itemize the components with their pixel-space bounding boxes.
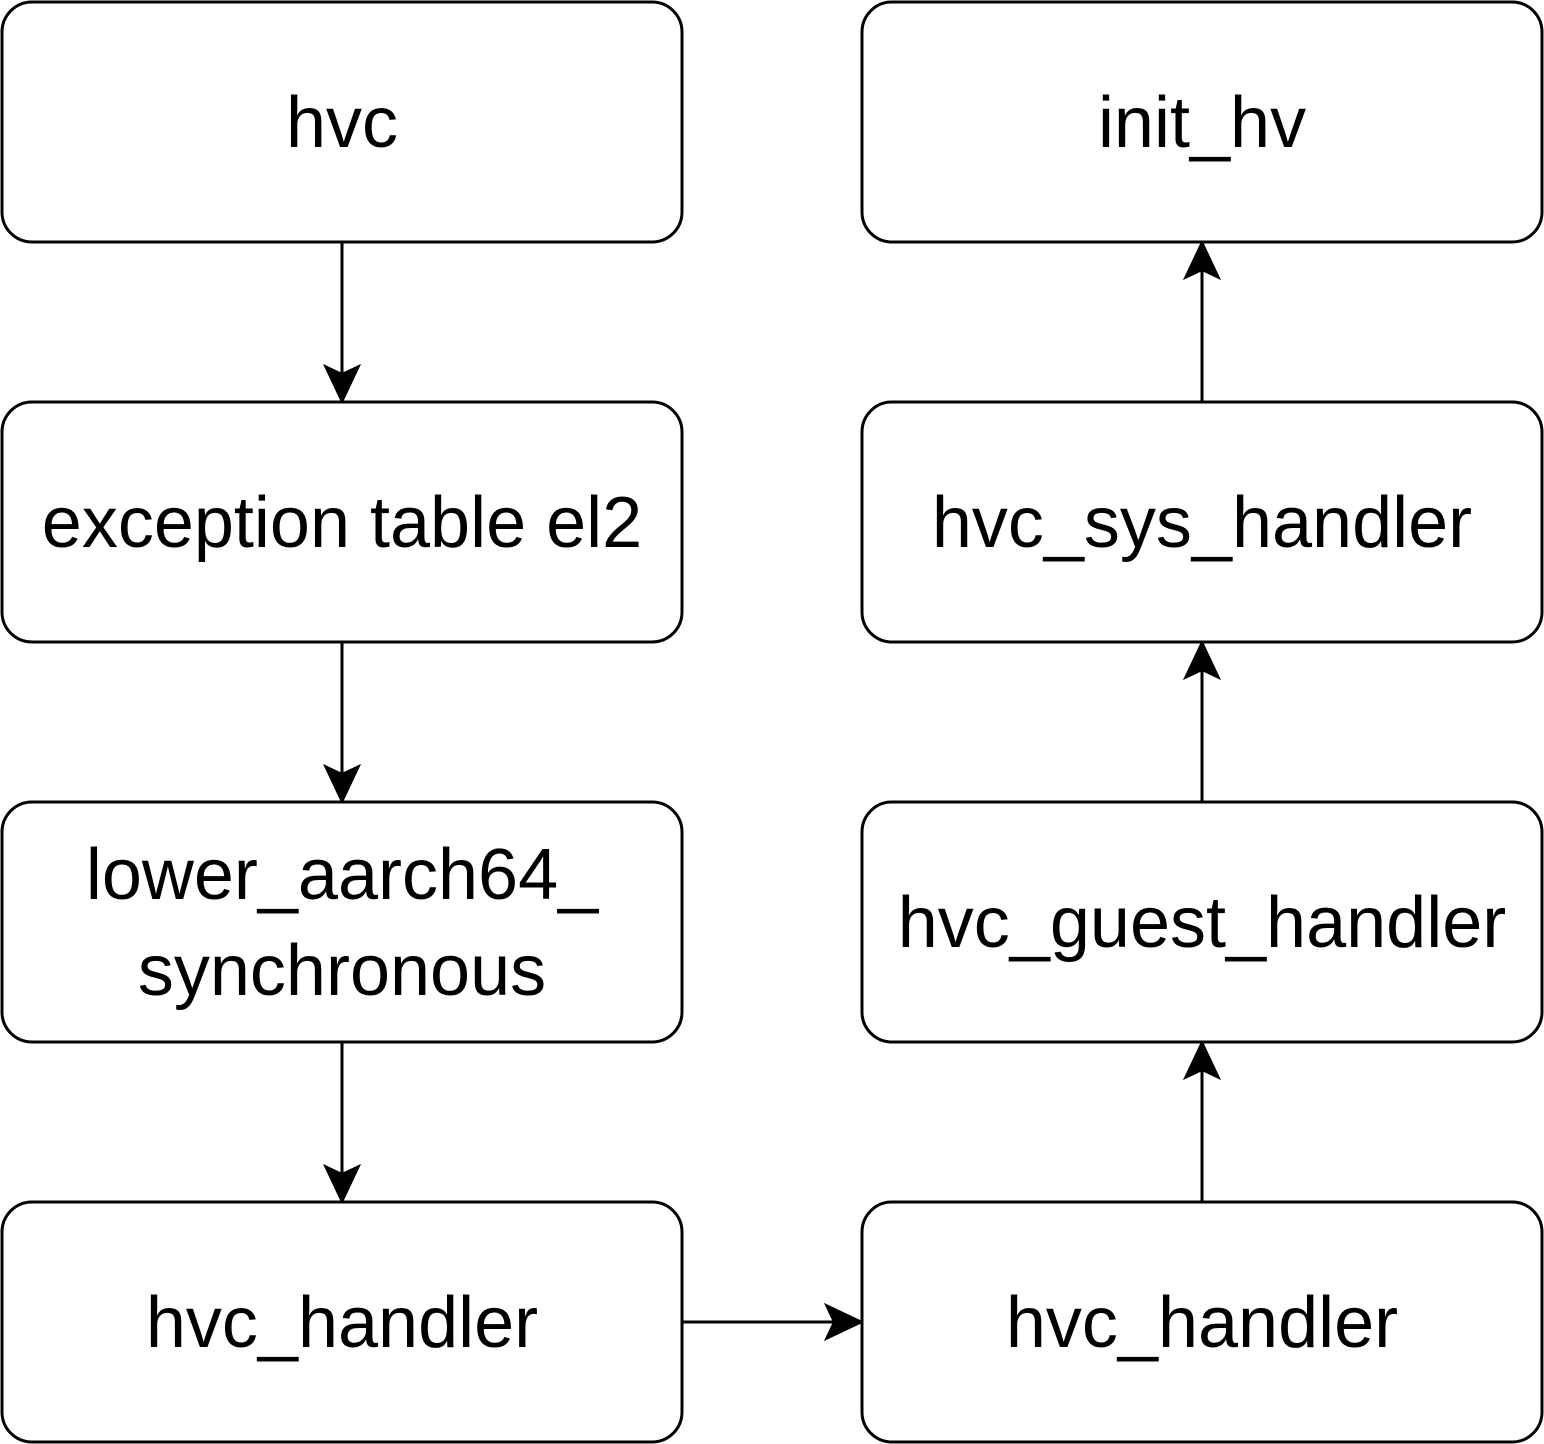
arrow-head	[322, 363, 362, 405]
arrow-head	[823, 1302, 865, 1342]
edge-hvc-guest-handler-to-hvc-sys-handler	[1182, 639, 1222, 802]
edge-hvc-handler-left-to-hvc-handler-right	[682, 1302, 865, 1342]
arrow-head	[1182, 639, 1222, 681]
edge-hvc-handler-right-to-hvc-guest-handler	[1182, 1039, 1222, 1202]
edges-layer	[322, 239, 1222, 1342]
node-box	[860, 400, 1544, 644]
node-box	[860, 1200, 1544, 1444]
node-label: exception table el2	[42, 483, 642, 563]
node-box	[0, 1200, 684, 1444]
arrow-head	[322, 1163, 362, 1205]
node-label: hvc_handler	[146, 1283, 538, 1363]
node-label: synchronous	[138, 931, 546, 1011]
node-init-hv: init_hv	[860, 0, 1544, 244]
node-hvc-guest-handler: hvc_guest_handler	[860, 800, 1544, 1044]
node-lower-aarch64-synchronous: lower_aarch64_ synchronous	[0, 800, 684, 1044]
arrow-head	[1182, 239, 1222, 281]
edge-exception-table-el2-to-lower-aarch64-synchronous	[322, 642, 362, 805]
node-label: hvc_sys_handler	[932, 483, 1472, 563]
node-label: hvc	[286, 83, 398, 163]
node-hvc: hvc	[0, 0, 684, 244]
node-box	[0, 400, 684, 644]
node-hvc-sys-handler: hvc_sys_handler	[860, 400, 1544, 644]
node-label: hvc_guest_handler	[898, 883, 1506, 963]
arrow-head	[1182, 1039, 1222, 1081]
edge-lower-aarch64-synchronous-to-hvc-handler-left	[322, 1042, 362, 1205]
node-hvc-handler-left: hvc_handler	[0, 1200, 684, 1444]
node-box	[860, 800, 1544, 1044]
arrow-head	[322, 763, 362, 805]
node-box	[0, 0, 684, 244]
node-box	[860, 0, 1544, 244]
node-box	[0, 800, 684, 1044]
node-label: init_hv	[1098, 83, 1306, 163]
node-label: hvc_handler	[1006, 1283, 1398, 1363]
edge-hvc-to-exception-table-el2	[322, 242, 362, 405]
node-hvc-handler-right: hvc_handler	[860, 1200, 1544, 1444]
edge-hvc-sys-handler-to-init-hv	[1182, 239, 1222, 402]
node-exception-table-el2: exception table el2	[0, 400, 684, 644]
node-label: lower_aarch64_	[86, 835, 599, 915]
